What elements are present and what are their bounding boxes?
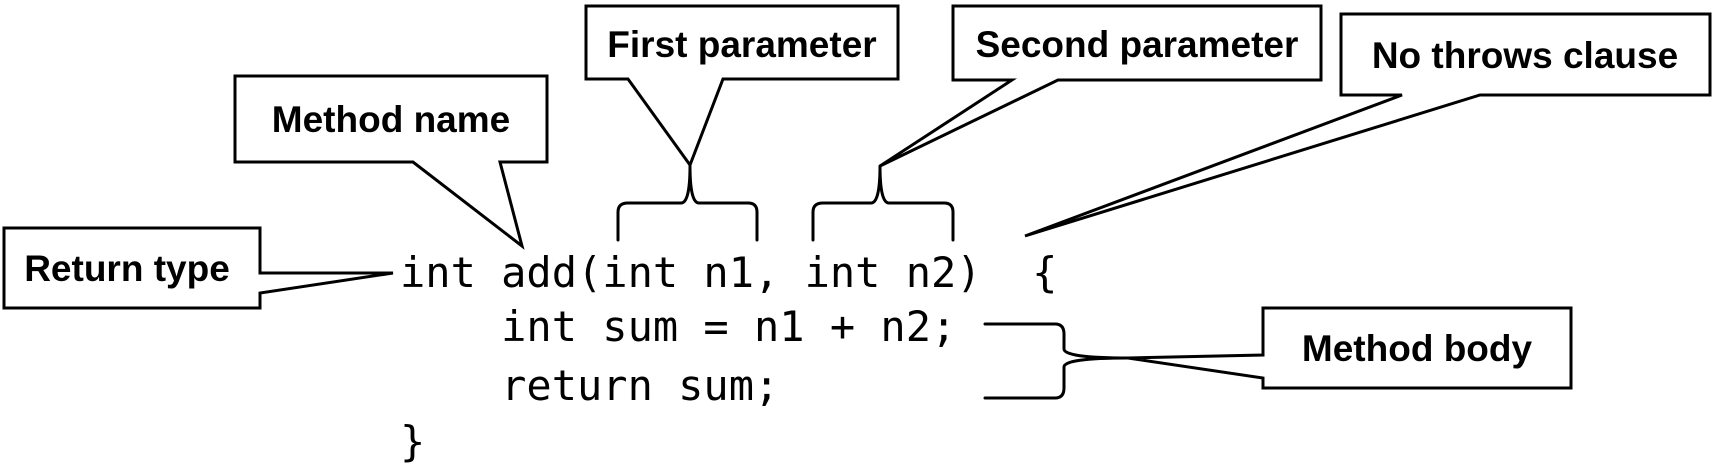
return-type-label: Return type bbox=[24, 248, 230, 289]
code-line-sum: int sum = n1 + n2; bbox=[400, 302, 956, 351]
method-body-label: Method body bbox=[1302, 328, 1533, 369]
method-name-callout-box bbox=[233, 74, 549, 250]
method-name-callout: Method name bbox=[233, 74, 549, 250]
no-throws-clause-callout: No throws clause bbox=[1024, 12, 1712, 238]
second-parameter-brace bbox=[811, 164, 955, 242]
first-parameter-callout-box bbox=[584, 4, 900, 169]
second-parameter-label: Second parameter bbox=[976, 24, 1299, 65]
return-type-callout: Return type bbox=[2, 226, 394, 310]
no-throws-clause-label: No throws clause bbox=[1372, 35, 1678, 76]
code-listing: int add(int n1, int n2) { int sum = n1 +… bbox=[400, 248, 1057, 466]
code-line-return: return sum; bbox=[400, 361, 779, 410]
first-parameter-label: First parameter bbox=[607, 24, 876, 65]
no-throws-clause-callout-box bbox=[1024, 12, 1712, 238]
first-parameter-callout: First parameter bbox=[584, 4, 900, 169]
method-body-callout-box bbox=[1127, 306, 1573, 390]
second-parameter-callout-box bbox=[879, 4, 1323, 168]
code-line-signature: int add(int n1, int n2) { bbox=[400, 248, 1057, 297]
first-parameter-brace bbox=[616, 164, 759, 242]
method-body-callout: Method body bbox=[1127, 306, 1573, 390]
second-parameter-callout: Second parameter bbox=[879, 4, 1323, 168]
method-name-label: Method name bbox=[272, 99, 510, 140]
code-line-closing-brace: } bbox=[400, 417, 425, 466]
return-type-callout-box bbox=[2, 226, 394, 310]
method-body-brace bbox=[983, 322, 1130, 400]
